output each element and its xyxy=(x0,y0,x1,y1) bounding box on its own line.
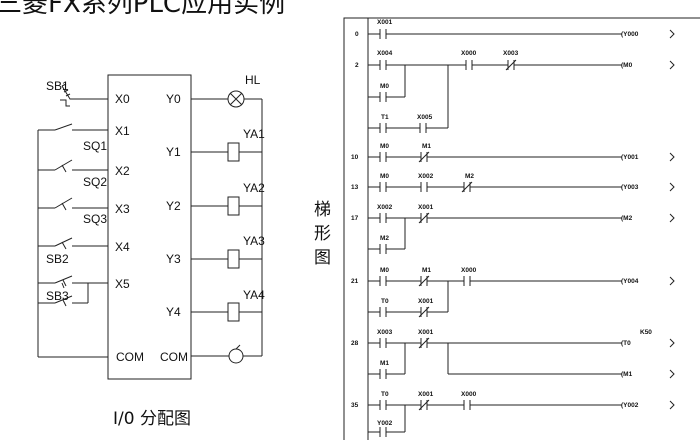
contact-label: T0 xyxy=(381,391,389,398)
contact-label: X000 xyxy=(461,391,477,398)
contact-label: X002 xyxy=(418,173,434,180)
ya4-coil-symbol xyxy=(227,302,240,322)
contact-label: M0 xyxy=(380,143,389,150)
step-number: 0 xyxy=(355,31,359,38)
contact-label: X003 xyxy=(503,50,519,57)
coil-label: (T0 xyxy=(621,340,631,347)
input-terminal-label: X5 xyxy=(115,277,130,291)
output-terminal-label: Y1 xyxy=(166,145,181,159)
coil-label: (M2 xyxy=(621,215,633,222)
step-number: 35 xyxy=(351,402,359,409)
power-source-symbol xyxy=(228,348,244,364)
plc-box xyxy=(107,74,192,380)
contact-label: X001 xyxy=(377,19,393,26)
input-terminal-label: X4 xyxy=(115,240,130,254)
input-terminal-label: X0 xyxy=(115,92,130,106)
coil-label: (M0 xyxy=(621,62,633,69)
io-caption: I/0 分配图 xyxy=(113,409,191,429)
input-device-label: SB1 xyxy=(46,79,69,93)
com-left-label: COM xyxy=(116,350,144,364)
coil-label: (Y001 xyxy=(621,154,639,161)
coil-label: (Y003 xyxy=(621,184,639,191)
output-terminal-label: Y4 xyxy=(166,305,181,319)
contact-label: X002 xyxy=(377,204,393,211)
input-terminal-label: X1 xyxy=(115,124,130,138)
input-device-label: SQ1 xyxy=(83,139,107,153)
output-device-label: YA2 xyxy=(243,181,265,195)
output-terminal-label: Y2 xyxy=(166,199,181,213)
contact-label: M0 xyxy=(380,173,389,180)
output-device-label: YA4 xyxy=(243,288,265,302)
contact-label: X005 xyxy=(417,114,433,121)
step-number: 21 xyxy=(351,278,359,285)
contact-label: M1 xyxy=(422,143,431,150)
contact-label: M0 xyxy=(380,83,389,90)
ya3-coil-symbol xyxy=(227,249,240,269)
coil-label: (Y004 xyxy=(621,278,639,285)
contact-label: M2 xyxy=(380,235,389,242)
input-device-label: SB2 xyxy=(46,252,69,266)
io-labels: SB1 X0 X1 X2 SQ1 X3 SQ2 X4 SQ3 X5 SB2 SB… xyxy=(46,73,265,364)
input-terminal-label: X2 xyxy=(115,164,130,178)
output-device-label: YA3 xyxy=(243,234,265,248)
step-number: 13 xyxy=(351,184,359,191)
output-terminal-label: Y3 xyxy=(166,252,181,266)
contact-label: T1 xyxy=(381,114,389,121)
ya1-coil-symbol xyxy=(227,142,240,162)
output-terminal-label: Y0 xyxy=(166,92,181,106)
input-device-label: SB3 xyxy=(46,289,69,303)
step-number: 17 xyxy=(351,215,359,222)
ladder-labels: 0 2 10 13 17 21 28 35 X001 X004 X000 X00… xyxy=(351,19,652,427)
coil-label: (Y002 xyxy=(621,402,639,409)
coil-end-markers xyxy=(669,29,675,410)
contact-label: X000 xyxy=(461,50,477,57)
contact-label: X000 xyxy=(461,267,477,274)
contact-label: M1 xyxy=(380,360,389,367)
ladder-caption: 梯 形 图 xyxy=(314,200,336,268)
contact-label: X001 xyxy=(418,204,434,211)
ya2-coil-symbol xyxy=(227,196,240,216)
page-heading: 三菱FX系列PLC应用实例 xyxy=(0,0,285,19)
output-device-label: HL xyxy=(245,73,261,87)
timer-constant: K50 xyxy=(640,329,652,336)
step-number: 28 xyxy=(351,340,359,347)
input-device-label: SQ2 xyxy=(83,175,107,189)
step-number: 2 xyxy=(355,62,359,69)
contact-label: M2 xyxy=(465,173,474,180)
output-device-label: YA1 xyxy=(243,127,265,141)
input-device-label: SQ3 xyxy=(83,212,107,226)
coil-label: (M1 xyxy=(621,371,633,378)
contact-label: M1 xyxy=(422,267,431,274)
contact-label: M0 xyxy=(380,267,389,274)
ladder-diagram xyxy=(343,17,700,440)
input-terminal-label: X3 xyxy=(115,202,130,216)
sb1-switch-symbol xyxy=(61,85,108,100)
contact-label: X001 xyxy=(418,391,434,398)
contact-label: T0 xyxy=(381,298,389,305)
contact-label: X003 xyxy=(377,329,393,336)
ladder-frame-border xyxy=(343,17,700,440)
contact-label: Y002 xyxy=(377,420,393,427)
com-right-label: COM xyxy=(160,350,188,364)
step-number: 10 xyxy=(351,154,359,161)
coil-label: (Y000 xyxy=(621,31,639,38)
contact-label: X001 xyxy=(418,298,434,305)
io-wiring-diagram xyxy=(37,74,263,380)
contact-label: X004 xyxy=(377,50,393,57)
contact-label: X001 xyxy=(418,329,434,336)
